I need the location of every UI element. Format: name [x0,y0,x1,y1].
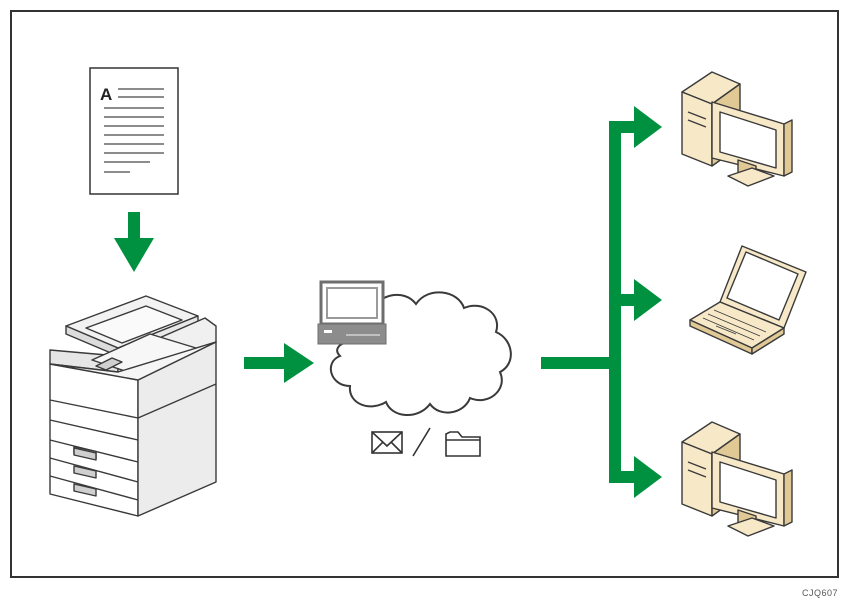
distribution-arrows [541,106,662,498]
document-letter: A [100,85,112,104]
diagram-frame [10,10,839,578]
figure-id: CJQ607 [801,588,838,598]
multifunction-printer-icon [49,295,217,517]
server-icon [317,280,387,345]
arrow-right-icon [244,343,314,383]
email-icon [371,431,403,454]
document-icon: A [89,67,179,195]
desktop-computer-icon [681,71,793,187]
separator-slash [412,427,431,457]
arrow-down-icon [114,212,154,272]
desktop-computer-icon [681,421,793,537]
folder-icon [445,431,481,457]
laptop-icon [689,245,807,355]
